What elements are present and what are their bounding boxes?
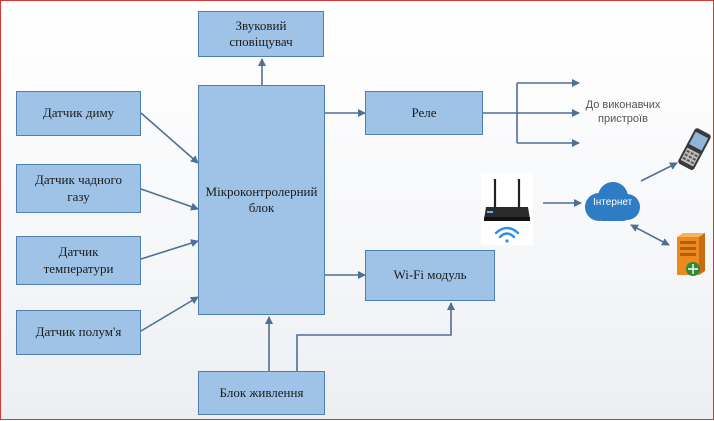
relay-block: Реле [365,91,483,135]
temp-sensor-block: Датчик температури [16,236,141,285]
arrow-power-to-wifi [296,302,455,371]
arrow-temp-to-mcu [140,239,199,260]
co-sensor-block: Датчик чадного газу [16,164,141,213]
arrow-cloud-to-phone [640,162,678,182]
arrow-flame-to-mcu [140,296,199,332]
smoke-sensor-label: Датчик диму [42,105,115,121]
internet-label: Інтернет [593,197,633,208]
co-sensor-label: Датчик чадного газу [35,172,122,204]
wifi-router-icon [481,173,533,245]
temp-sensor-label: Датчик температури [43,244,114,276]
arrow-smoke-to-mcu [140,112,199,164]
mcu-label: Мікроконтролерний блок [205,183,318,215]
actuators-label: До виконавчих пристроїв [585,99,661,126]
power-supply-block: Блок живлення [198,371,325,415]
power-supply-label: Блок живлення [219,384,304,400]
wifi-module-block: Wi-Fi модуль [365,250,495,301]
flame-sensor-label: Датчик полум'я [35,324,122,340]
arrow-co-to-mcu [140,188,199,211]
wifi-signal-icon [494,226,520,243]
cloud-icon [579,177,645,227]
smoke-sensor-block: Датчик диму [16,91,141,136]
mobile-phone-icon [675,127,713,173]
arrow-cloud-to-server [630,224,670,246]
flame-sensor-block: Датчик полум'я [16,310,141,355]
server-icon [671,229,711,279]
mcu-block: Мікроконтролерний блок [198,85,325,315]
wifi-module-label: Wi-Fi модуль [393,267,467,283]
relay-label: Реле [411,104,437,120]
sound-alarm-label: Звуковий сповіщувач [229,17,293,49]
sound-alarm-block: Звуковий сповіщувач [198,11,324,57]
